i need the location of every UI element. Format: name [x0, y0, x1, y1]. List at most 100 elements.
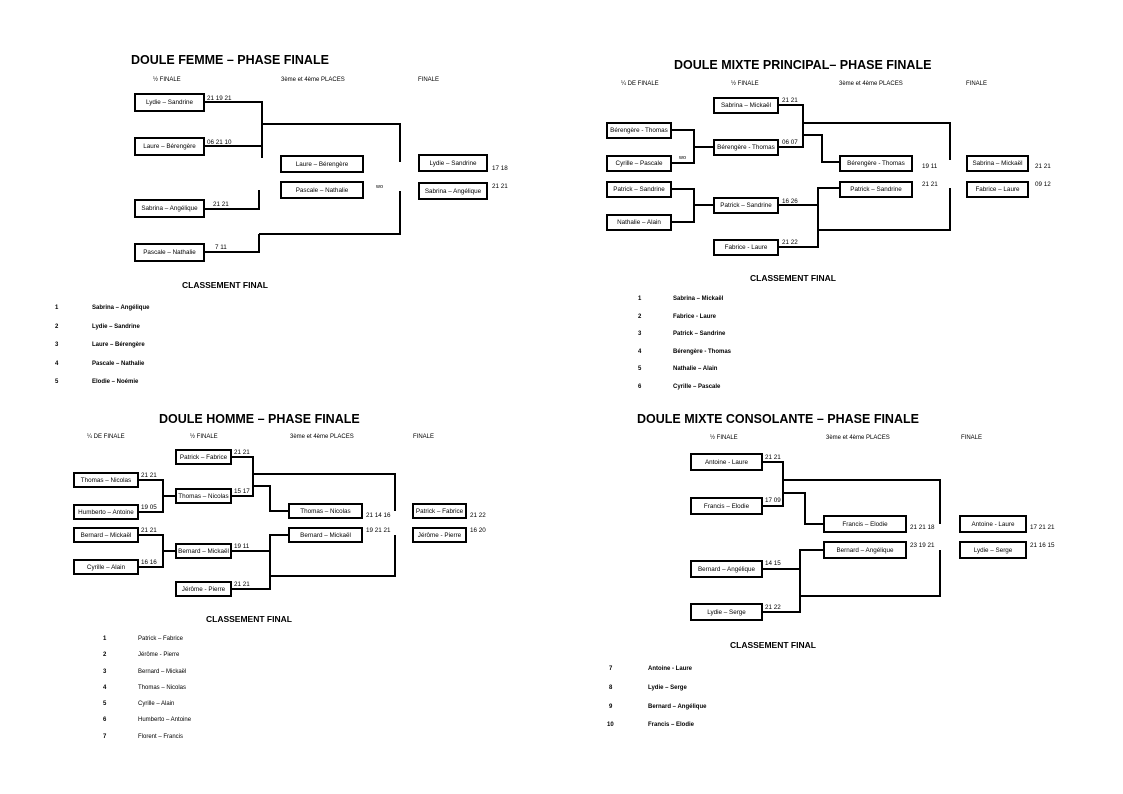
match-box-quarter-1: Bérengère - Thomas — [606, 122, 672, 139]
match-box-semi-2: Thomas – Nicolas — [175, 488, 232, 504]
rank-team: Humberto – Antoine — [138, 717, 192, 723]
match-box-semi-3: Patrick – Sandrine — [713, 197, 779, 214]
header-quarter-final: ¼ DE FINALE — [621, 81, 659, 87]
match-box-quarter-1: Thomas – Nicolas — [73, 472, 139, 488]
rank-number: 7 — [609, 666, 613, 672]
rank-number: 3 — [55, 342, 59, 348]
score-semi-3: 19 11 — [234, 543, 250, 550]
match-box-final-2: Jérôme - Pierre — [412, 527, 467, 543]
score-final-2: 16 20 — [470, 527, 486, 534]
match-box-third-2: Bernard – Angélique — [823, 541, 907, 559]
match-box-semi-2: Laure – Bérengère — [134, 137, 205, 156]
header-third-place: 3ème et 4ème PLACES — [290, 434, 354, 440]
score-third-2: 23 19 21 — [910, 542, 935, 549]
match-box-quarter-4: Nathalie – Alain — [606, 214, 672, 231]
score-final-1: 21 22 — [470, 512, 486, 519]
score-final-1: 17 18 — [492, 165, 508, 172]
score-semi-3: 21 21 — [213, 201, 229, 208]
score-semi-2: 06 21 10 — [207, 139, 232, 146]
rank-team: Patrick – Sandrine — [673, 331, 726, 337]
match-box-final-2: Lydie – Serge — [959, 541, 1027, 559]
match-box-third-1: Laure – Bérengère — [280, 155, 364, 173]
match-box-third-2: Patrick – Sandrine — [839, 181, 913, 198]
rank-number: 5 — [55, 379, 59, 385]
score-semi-1: 21 21 — [765, 454, 781, 461]
score-semi-4: 7 11 — [215, 244, 227, 251]
match-box-quarter-3: Bernard – Mickaël — [73, 527, 139, 543]
score-final-2: 09 12 — [1035, 181, 1051, 188]
match-box-semi-2: Francis – Elodie — [690, 497, 763, 515]
rank-team: Fabrice - Laure — [673, 314, 717, 320]
rank-team: Antoine - Laure — [648, 666, 693, 672]
match-box-quarter-2: Cyrille – Pascale — [606, 155, 672, 172]
match-box-semi-3: Sabrina – Angélique — [134, 199, 205, 218]
score-quarter-2: 19 05 — [141, 504, 157, 511]
match-box-third-1: Thomas – Nicolas — [288, 503, 363, 519]
rank-team: Nathalie – Alain — [673, 366, 718, 372]
rank-number: 2 — [638, 314, 642, 320]
classement-title: CLASSEMENT FINAL — [206, 614, 292, 624]
match-box-third-1: Francis – Elodie — [823, 515, 907, 533]
header-third-place: 3ème et 4ème PLACES — [281, 77, 345, 83]
match-box-third-2: Pascale – Nathalie — [280, 181, 364, 199]
match-box-final-1: Patrick – Fabrice — [412, 503, 467, 519]
header-final: FINALE — [961, 435, 983, 441]
match-box-final-2: Fabrice – Laure — [966, 181, 1029, 198]
match-box-semi-2: Bérengère - Thomas — [713, 139, 779, 156]
header-semi-final: ½ FINALE — [710, 435, 738, 441]
score-quarter-4: 16 16 — [141, 559, 157, 566]
match-box-third-1: Bérengère - Thomas — [839, 155, 913, 172]
match-box-final-1: Antoine - Laure — [959, 515, 1027, 533]
match-box-semi-1: Sabrina – Mickaël — [713, 97, 779, 114]
score-semi-3: 14 15 — [765, 560, 781, 567]
score-semi-3: 16 26 — [782, 198, 798, 205]
score-semi-4: 21 21 — [234, 581, 250, 588]
header-third-place: 3ème et 4ème PLACES — [839, 81, 903, 87]
score-third-1: 21 14 16 — [366, 512, 391, 519]
score-semi-1: 21 21 — [234, 449, 250, 456]
score-quarter-1: 21 21 — [141, 472, 157, 479]
score-final-1: 21 21 — [1035, 163, 1051, 170]
score-semi-2: 17 09 — [765, 497, 781, 504]
rank-number: 5 — [638, 366, 642, 372]
score-final-2: 21 16 15 — [1030, 542, 1055, 549]
header-final: FINALE — [418, 77, 440, 83]
score-semi-2: 06 07 — [782, 139, 798, 146]
match-box-final-2: Sabrina – Angélique — [418, 182, 488, 200]
rank-number: 10 — [607, 722, 614, 728]
rank-team: Sabrina – Angélique — [92, 305, 150, 311]
match-box-third-2: Bernard – Mickaël — [288, 527, 363, 543]
match-box-semi-4: Fabrice - Laure — [713, 239, 779, 256]
classement-title: CLASSEMENT FINAL — [182, 280, 268, 290]
rank-team: Bérengère - Thomas — [673, 349, 732, 355]
match-box-final-1: Sabrina – Mickaël — [966, 155, 1029, 172]
rank-number: 5 — [103, 701, 107, 707]
header-quarter-final: ¼ DE FINALE — [87, 434, 125, 440]
score-third-1: 19 11 — [922, 163, 938, 170]
match-box-quarter-3: Patrick – Sandrine — [606, 181, 672, 198]
rank-number: 9 — [609, 704, 613, 710]
match-box-semi-1: Lydie – Sandrine — [134, 93, 205, 112]
match-box-semi-3: Bernard – Angélique — [690, 560, 763, 578]
rank-number: 4 — [55, 361, 59, 367]
rank-number: 1 — [55, 305, 59, 311]
classement-title: CLASSEMENT FINAL — [730, 640, 816, 650]
rank-number: 2 — [55, 324, 59, 330]
score-final-2: 21 21 — [492, 183, 508, 190]
rank-team: Francis – Elodie — [648, 722, 695, 728]
header-semi-final: ½ FINALE — [190, 434, 218, 440]
classement-title: CLASSEMENT FINAL — [750, 273, 836, 283]
match-box-semi-1: Patrick – Fabrice — [175, 449, 232, 465]
score-third-2: 19 21 21 — [366, 527, 391, 534]
panel-title: DOULE MIXTE CONSOLANTE – PHASE FINALE — [637, 412, 919, 426]
rank-team: Sabrina – Mickaël — [673, 296, 724, 302]
rank-number: 8 — [609, 685, 613, 691]
rank-number: 2 — [103, 652, 107, 658]
rank-team: Lydie – Serge — [648, 685, 687, 691]
match-box-semi-4: Pascale – Nathalie — [134, 243, 205, 262]
score-semi-2: 15 17 — [234, 488, 250, 495]
score-quarter-2: wo — [679, 155, 687, 161]
rank-team: Florent – Francis — [138, 734, 184, 740]
rank-team: Thomas – Nicolas — [138, 685, 187, 691]
score-semi-1: 21 19 21 — [207, 95, 232, 102]
